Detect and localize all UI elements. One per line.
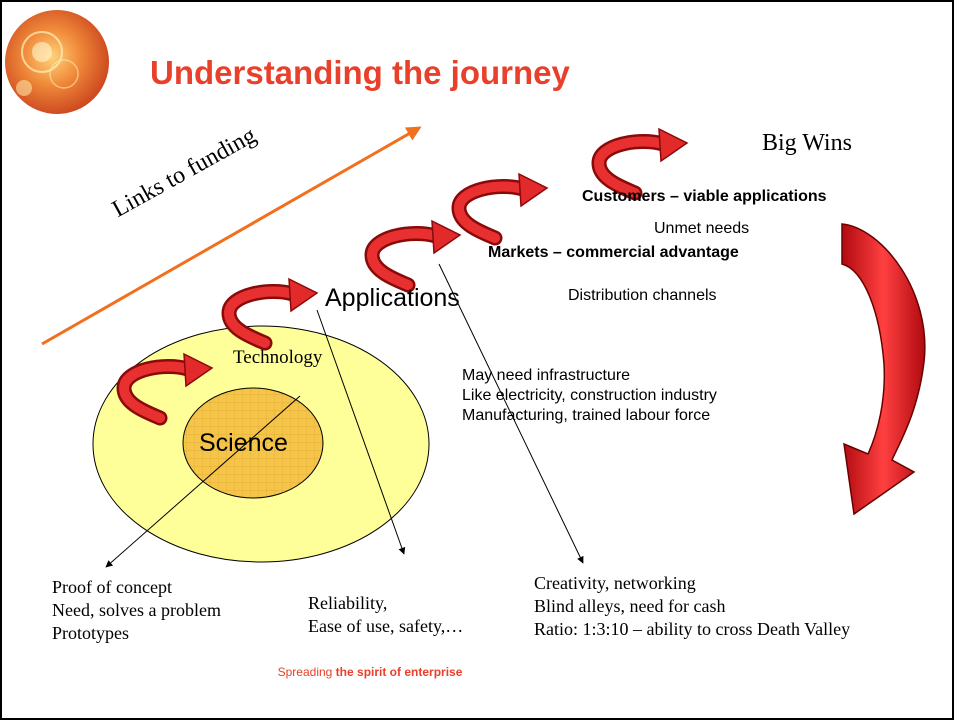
customers-label: Customers – viable applications bbox=[582, 188, 827, 205]
infrastructure-line: Like electricity, construction industry bbox=[462, 387, 717, 404]
logo-icon bbox=[5, 10, 109, 114]
reliability-line: Reliability, bbox=[308, 593, 388, 613]
science-ellipse bbox=[182, 387, 324, 499]
distribution-label: Distribution channels bbox=[568, 287, 717, 304]
proof-arrow bbox=[105, 395, 301, 568]
big-curved-arrow-icon bbox=[841, 223, 926, 516]
creativity-notes: Creativity, networking Blind alleys, nee… bbox=[534, 572, 850, 641]
creativity-line: Ratio: 1:3:10 – ability to cross Death V… bbox=[534, 619, 851, 639]
page-title: Understanding the journey bbox=[150, 54, 570, 91]
big-wins-label: Big Wins bbox=[762, 130, 852, 156]
applications-label: Applications bbox=[325, 284, 460, 312]
science-label: Science bbox=[199, 429, 288, 457]
markets-label: Markets – commercial advantage bbox=[488, 244, 739, 261]
creativity-line: Creativity, networking bbox=[534, 573, 696, 593]
reliability-arrow bbox=[316, 309, 406, 555]
reliability-line: Ease of use, safety,… bbox=[308, 616, 464, 636]
creativity-arrow bbox=[438, 263, 584, 564]
infrastructure-notes: May need infrastructure Like electricity… bbox=[462, 366, 717, 426]
curl-arrow-icon bbox=[459, 174, 547, 238]
proof-line: Prototypes bbox=[52, 623, 130, 643]
technology-label: Technology bbox=[233, 347, 323, 368]
infrastructure-line: Manufacturing, trained labour force bbox=[462, 407, 711, 424]
curl-arrow-icon bbox=[599, 129, 687, 193]
proof-line: Proof of concept bbox=[52, 577, 172, 597]
curl-arrow-icon bbox=[372, 221, 460, 285]
proof-notes: Proof of concept Need, solves a problem … bbox=[52, 576, 221, 645]
proof-line: Need, solves a problem bbox=[52, 600, 221, 620]
creativity-line: Blind alleys, need for cash bbox=[534, 596, 726, 616]
footer-tagline: Spreading the spirit of enterprise bbox=[278, 665, 463, 679]
reliability-notes: Reliability, Ease of use, safety,… bbox=[308, 592, 463, 638]
unmet-needs-label: Unmet needs bbox=[654, 220, 750, 237]
footer-prefix: Spreading bbox=[277, 665, 333, 679]
footer-bold: the spirit of enterprise bbox=[335, 665, 463, 679]
infrastructure-line: May need infrastructure bbox=[462, 367, 631, 384]
funding-arrow bbox=[41, 126, 422, 346]
